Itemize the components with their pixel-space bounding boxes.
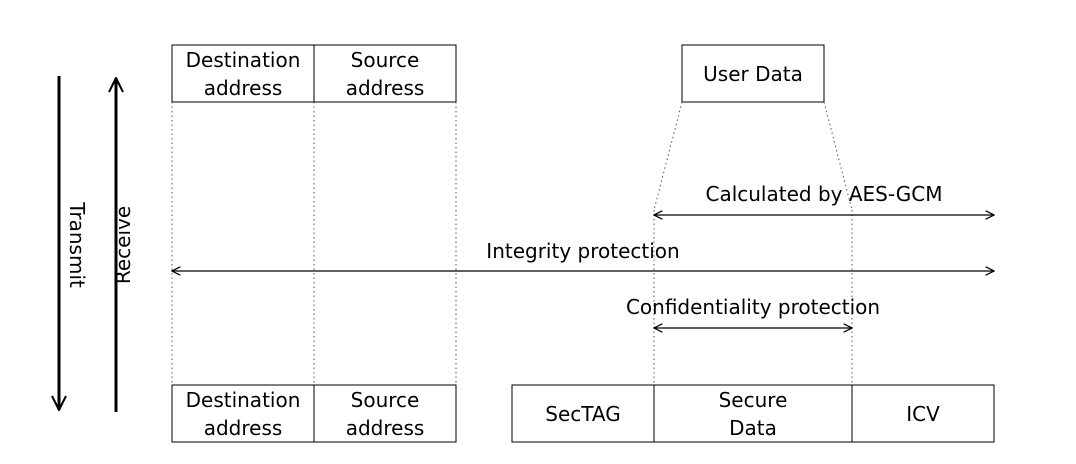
- bottom-destination-line2: address: [204, 416, 283, 440]
- top-destination-box: Destination address: [171, 44, 315, 103]
- top-source-box: Source address: [313, 44, 457, 103]
- bottom-source-line1: Source: [351, 388, 420, 412]
- transmit-label: Transmit: [65, 201, 89, 288]
- top-destination-line1: Destination: [186, 48, 301, 72]
- bottom-source-box: Source address: [313, 384, 457, 443]
- bottom-destination-line1: Destination: [186, 388, 301, 412]
- top-destination-line2: address: [204, 76, 283, 100]
- integrity-label: Integrity protection: [486, 239, 679, 263]
- user-data-label: User Data: [703, 62, 803, 86]
- confidentiality-label: Confidentiality protection: [626, 295, 880, 319]
- top-source-line2: address: [346, 76, 425, 100]
- bottom-source-line2: address: [346, 416, 425, 440]
- user-data-box: User Data: [681, 44, 825, 103]
- receive-label: Receive: [111, 206, 135, 284]
- icv-label: ICV: [906, 402, 940, 426]
- aes-gcm-label: Calculated by AES-GCM: [705, 182, 942, 206]
- guide-lines: [171, 101, 853, 385]
- guide-line: [823, 101, 853, 211]
- bottom-destination-box: Destination address: [171, 384, 315, 443]
- secure-data-line2: Data: [729, 416, 777, 440]
- icv-box: ICV: [851, 384, 995, 443]
- top-source-line1: Source: [351, 48, 420, 72]
- guide-line: [653, 101, 683, 211]
- sectag-box: SecTAG: [511, 384, 655, 443]
- secure-data-line1: Secure: [719, 388, 788, 412]
- sectag-label: SecTAG: [545, 402, 621, 426]
- secure-data-box: Secure Data: [653, 384, 853, 443]
